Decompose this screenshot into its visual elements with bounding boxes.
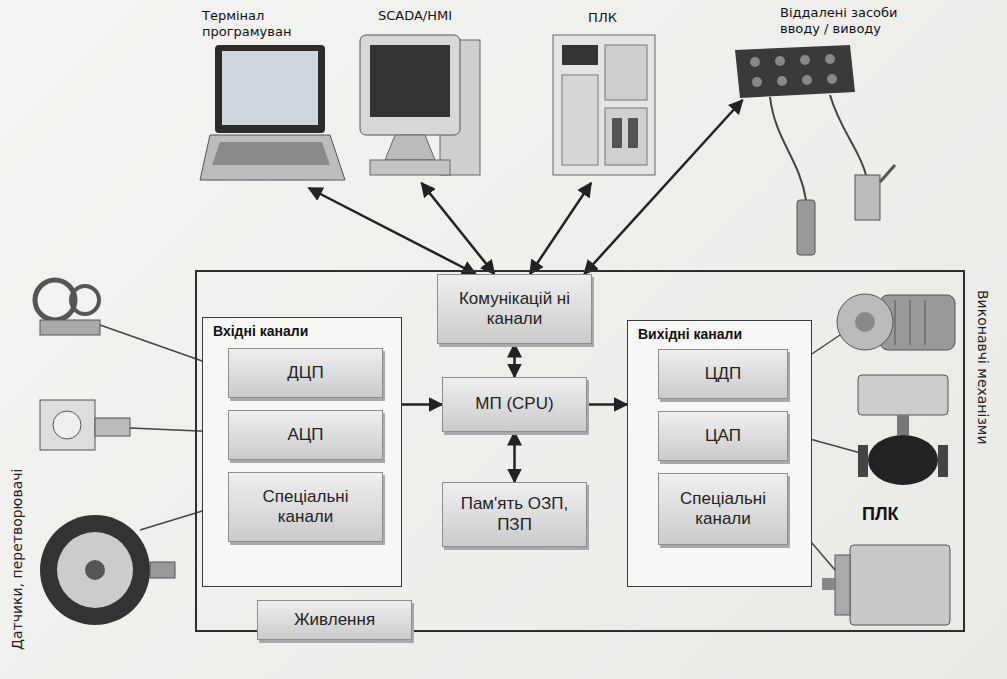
side-label: Датчики, перетворювачі	[8, 469, 26, 650]
process-box: Пам'ять ОЗП, ПЗП	[442, 482, 587, 547]
box-label: Віддалені засоби вводу / виводу	[780, 5, 920, 36]
box-label: Живлення	[294, 610, 375, 630]
process-box: Спеціальні канали	[658, 473, 788, 545]
process-box: Спеціальні канали	[228, 472, 383, 542]
box-label: SCADA/HMI	[350, 8, 480, 24]
box-label: Комунікацій ні канали	[446, 289, 583, 330]
group-box: Вхідні каналиДЦП АЦП Спеціальні канали	[202, 317, 402, 587]
sensor-pictures	[35, 280, 222, 625]
process-box: АЦП	[228, 410, 383, 460]
box-label: ЦАП	[705, 426, 741, 446]
connector-arrow	[513, 344, 516, 377]
process-box: ЦДП	[658, 349, 788, 399]
plc-picture	[553, 35, 655, 175]
connector-arrow	[584, 100, 742, 274]
box-label: ЦДП	[705, 364, 741, 384]
box-label: Термінал програмуван	[202, 8, 312, 39]
connector-arrow	[309, 188, 476, 274]
box-label: Пам'ять ОЗП, ПЗП	[451, 494, 578, 535]
box-label: АЦП	[287, 425, 323, 445]
process-box: МП (CPU)	[442, 377, 587, 432]
box-label: Вихідні канали	[638, 326, 742, 342]
scada-device: SCADA/HMI	[350, 8, 480, 183]
connector-arrow	[530, 183, 591, 274]
side-label: Виконавчі механізми	[974, 290, 992, 445]
laptop-picture	[200, 45, 345, 180]
process-box: Живлення	[257, 600, 412, 640]
box-label: ДЦП	[287, 363, 323, 383]
box-label: Спеціальні канали	[667, 489, 779, 530]
box-label: МП (CPU)	[475, 394, 553, 414]
terminal-device: Термінал програмуван	[200, 8, 345, 188]
monitor-picture	[360, 35, 480, 175]
process-box: ЦАП	[658, 411, 788, 461]
box-label: ПЛК	[545, 10, 660, 26]
remote-io-picture	[735, 45, 895, 255]
actuator-pictures	[788, 294, 955, 625]
process-box: Комунікацій ні канали	[437, 274, 592, 344]
remote-io-device: Віддалені засоби вводу / виводу	[730, 5, 980, 100]
process-box: ДЦП	[228, 348, 383, 398]
group-box: Вихідні каналиЦДП ЦАП Спеціальні канали	[627, 320, 812, 587]
connector-arrow	[513, 432, 516, 482]
connector-arrow	[587, 403, 627, 406]
box-label: ПЛК	[862, 504, 899, 525]
connector-arrow	[402, 403, 442, 406]
box-label: Спеціальні канали	[237, 487, 374, 528]
plc-housing: ПЛК Комунікацій ні каналиВхідні каналиДЦП…	[195, 270, 965, 632]
plc-device: ПЛК	[545, 8, 660, 183]
box-label: Вхідні канали	[213, 323, 308, 339]
connector-arrow	[422, 183, 495, 274]
